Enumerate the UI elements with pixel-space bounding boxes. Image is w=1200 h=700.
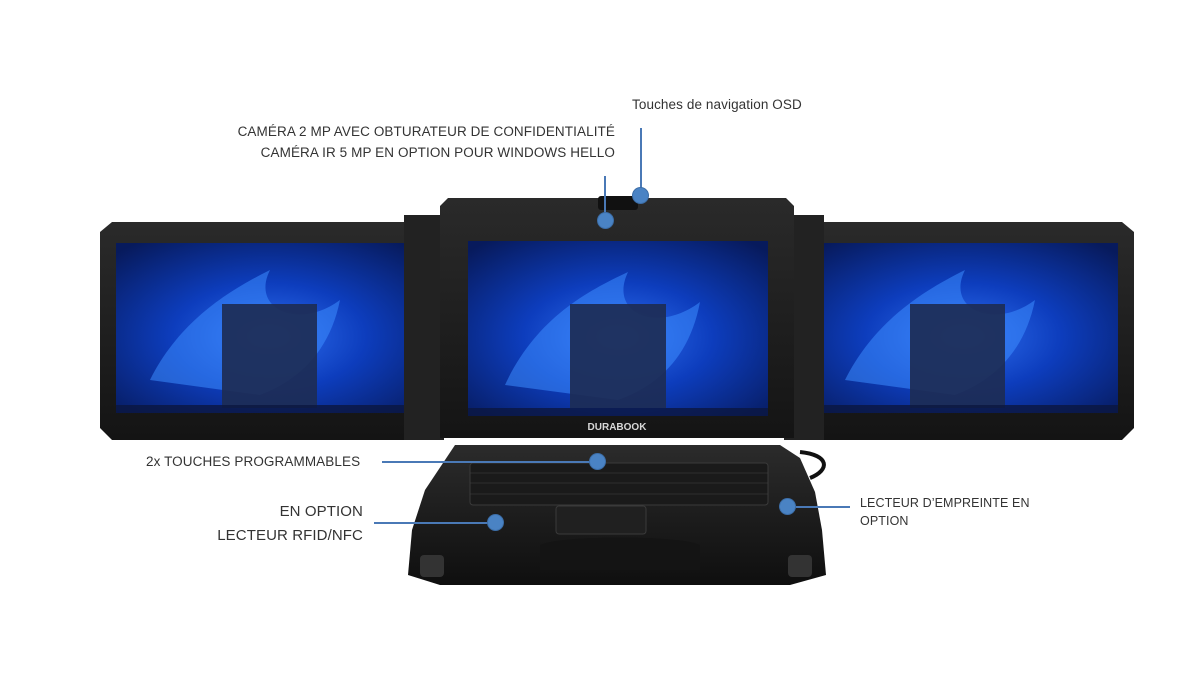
touchpad (555, 505, 647, 535)
start-menu (570, 304, 666, 408)
fingerprint-callout-dot (779, 498, 796, 515)
programmable-keys-label: 2x TOUCHES PROGRAMMABLES (146, 454, 361, 469)
camera-callout-dot (597, 212, 614, 229)
left-side-display (100, 222, 438, 440)
fingerprint-label-line2: OPTION (860, 514, 909, 528)
carry-handle (540, 537, 700, 570)
start-menu (222, 304, 317, 408)
camera-label-line1: CAMÉRA 2 MP AVEC OBTURATEUR DE CONFIDENT… (237, 124, 615, 139)
start-menu (910, 304, 1005, 408)
camera-label-line2: CAMÉRA IR 5 MP EN OPTION POUR WINDOWS HE… (260, 145, 615, 160)
osd-callout-dot (632, 187, 649, 204)
rfid-label-line2: LECTEUR RFID/NFC (217, 527, 363, 544)
durabook-logo: DURABOOK (588, 422, 648, 433)
rfid-label-line1: EN OPTION (279, 503, 363, 520)
main-display: DURABOOK (440, 196, 794, 438)
fingerprint-label-line1: LECTEUR D’EMPREINTE EN (860, 496, 1030, 510)
osd-navigation-label: Touches de navigation OSD (632, 97, 802, 112)
keyboard (469, 462, 769, 506)
right-side-display (792, 222, 1134, 440)
rfid-callout-dot (487, 514, 504, 531)
programmable-keys-callout-dot (589, 453, 606, 470)
laptop-base (408, 445, 826, 585)
